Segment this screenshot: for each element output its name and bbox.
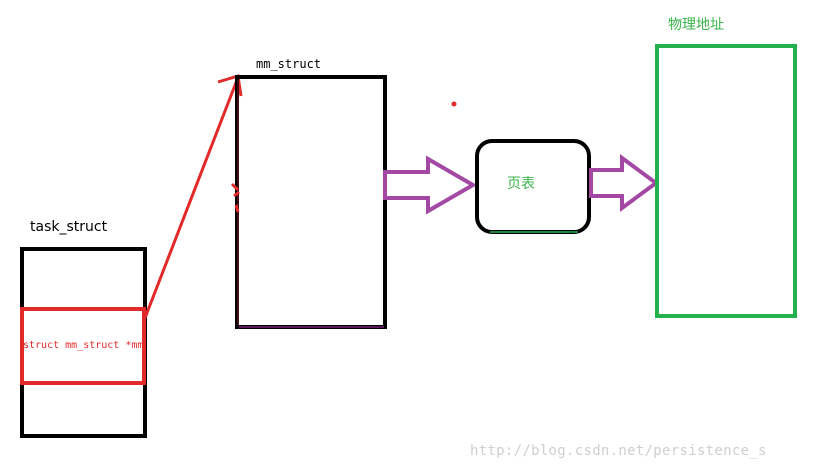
page-table-label: 页表 xyxy=(507,176,535,192)
red-mark-left xyxy=(230,182,240,213)
task-struct-label: task_struct xyxy=(30,219,108,235)
physical-address-label: 物理地址 xyxy=(668,17,724,33)
mm-pointer-label: struct mm_struct *mm xyxy=(23,341,143,351)
mm-pointer-field xyxy=(20,307,146,385)
mm-struct-label: mm_struct xyxy=(256,57,322,71)
pointer-arrow-line xyxy=(143,79,239,319)
red-dot xyxy=(451,101,457,107)
arrow-mm-to-pagetable xyxy=(383,155,477,215)
arrow-pagetable-to-physical xyxy=(589,154,660,212)
mm-struct-box xyxy=(235,75,387,329)
watermark-url: http://blog.csdn.net/persistence_s xyxy=(470,443,767,459)
physical-memory-box xyxy=(655,44,797,318)
